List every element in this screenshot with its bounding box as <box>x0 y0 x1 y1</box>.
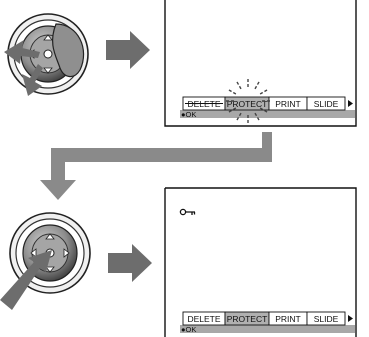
flash-ray <box>235 112 242 123</box>
status-bar <box>180 325 355 333</box>
ok-label: ●OK <box>181 110 196 119</box>
flash-ray <box>226 88 237 95</box>
right-arrow-icon <box>106 31 150 69</box>
menu-bar: DELETE PROTECT PRINT SLIDE <box>182 96 353 111</box>
connector-arrow-icon <box>40 132 272 200</box>
ok-label: ●OK <box>181 325 196 334</box>
right-arrow-icon <box>108 244 152 282</box>
flash-ray <box>226 107 237 114</box>
menu-item-label: DELETE <box>187 99 220 109</box>
flash-ray <box>254 112 261 123</box>
menu-item-label: PROTECT <box>227 99 268 109</box>
lcd-screen-1: DELETE PROTECT PRINT SLIDE ●OK <box>164 0 357 127</box>
press-arrow-icon <box>0 250 52 310</box>
flash-icon <box>224 77 272 125</box>
menu-item-label: DELETE <box>187 314 220 324</box>
menu-item-slide[interactable] <box>306 96 346 111</box>
menu-item-label: PRINT <box>275 99 301 109</box>
lcd-screen-2: DELETE PROTECT PRINT SLIDE ●OK <box>164 187 357 337</box>
menu-bar: DELETE PROTECT PRINT SLIDE <box>182 311 353 326</box>
status-bar <box>180 110 355 118</box>
control-dial-icon <box>7 13 89 95</box>
left-move-arrow-icon <box>4 40 40 64</box>
flash-ray <box>259 107 270 114</box>
flash-ray <box>259 88 270 95</box>
more-triangle-icon <box>348 315 353 322</box>
flash-ray <box>235 79 242 90</box>
menu-item-label: SLIDE <box>314 314 339 324</box>
flash-ray <box>254 79 261 90</box>
down-move-arrow-icon <box>22 64 43 96</box>
menu-item-label: SLIDE <box>314 99 339 109</box>
menu-item-slide[interactable] <box>306 311 346 326</box>
menu-item-label: PROTECT <box>227 314 268 324</box>
more-triangle-icon <box>348 100 353 107</box>
menu-item-label: PRINT <box>275 314 301 324</box>
key-icon <box>179 208 196 216</box>
